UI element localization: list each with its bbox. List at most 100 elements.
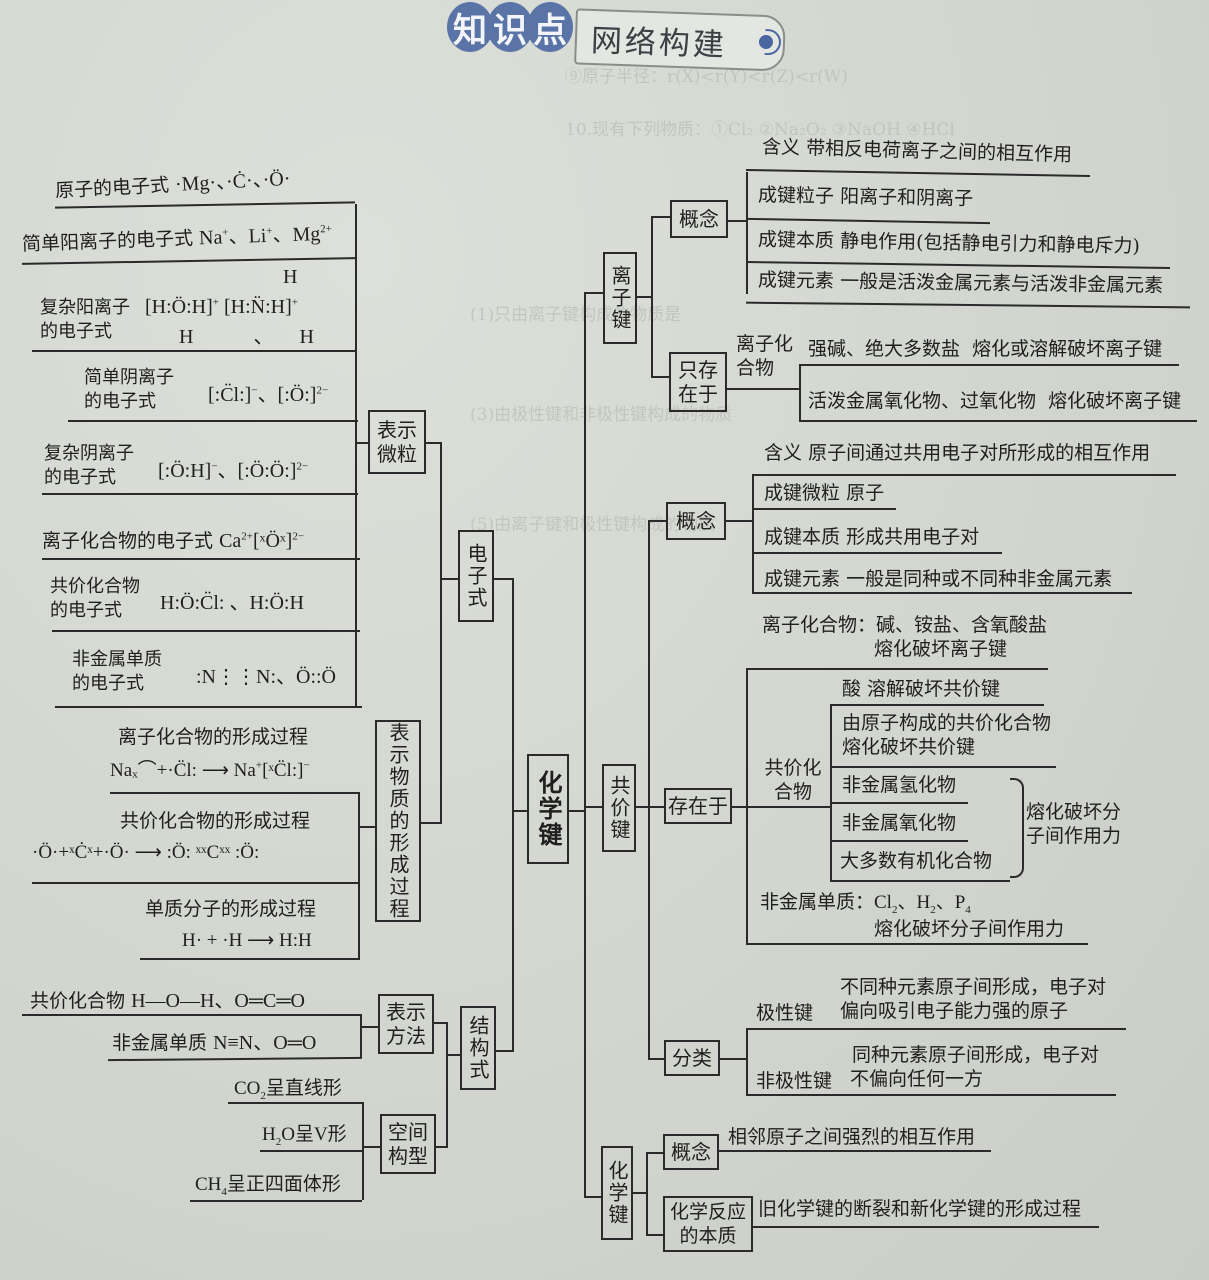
connector xyxy=(637,296,651,298)
divider xyxy=(140,958,360,960)
ionic-exists-row-1: 强碱、绝大多数盐 熔化或溶解破坏离子键 xyxy=(808,338,1163,360)
divider xyxy=(228,1102,362,1104)
tag-hook-icon xyxy=(764,28,782,56)
covalent-concept-meaning: 含义 原子间通过共用电子对所形成的相互作用 xyxy=(764,442,1151,464)
connector xyxy=(421,822,442,824)
divider xyxy=(68,420,358,422)
divider xyxy=(799,420,1197,422)
connector xyxy=(726,520,752,522)
connector xyxy=(358,826,376,828)
ionic-concept-box: 概念 xyxy=(670,200,728,238)
divider xyxy=(746,668,1048,670)
ionic-bond-box: 离子键 xyxy=(603,252,637,344)
chemical-bond-sub-box: 化学键 xyxy=(601,1146,633,1240)
ionic-concept-essence: 成键本质 静电作用(包括静电引力和静电斥力) xyxy=(757,228,1141,258)
divider xyxy=(830,880,1010,882)
exists-nonmetal-line1: 非金属单质：Cl2、H2、P4 xyxy=(760,892,971,916)
covalent-classification-box: 分类 xyxy=(664,1040,720,1076)
divider xyxy=(746,261,1170,269)
exists-ionic-line1: 离子化合物：碱、铵盐、含氧酸盐 xyxy=(762,614,1048,636)
divider xyxy=(830,766,1056,768)
covalent-formation-formula: ·Ö·+ˣĊˣ+·Ö· ⟶ :Ö: ˣˣCˣˣ :Ö: xyxy=(32,842,260,863)
covalent-bond-box: 共价键 xyxy=(602,764,636,852)
connector xyxy=(360,1026,378,1028)
row-simple-anion-formula: [:C̈l:]−、[:Ö:]2− xyxy=(208,384,329,406)
covalent-concept-elements: 成键元素 一般是同种或不同种非金属元素 xyxy=(764,568,1113,590)
covalent-concept-essence: 成键本质 形成共用电子对 xyxy=(764,526,980,548)
divider xyxy=(752,474,1176,476)
badge-char: 识 xyxy=(487,2,533,52)
connector xyxy=(646,1234,664,1236)
struct-covalent-row: 共价化合物 H—O—H、O═C═O xyxy=(30,990,305,1012)
polar-line2: 偏向吸引电子能力强的原子 xyxy=(840,1000,1069,1022)
divider xyxy=(746,1028,1126,1030)
connector xyxy=(830,704,832,880)
connector xyxy=(426,442,440,444)
divider xyxy=(752,552,1002,554)
connector xyxy=(362,1146,380,1148)
structural-formula-box: 结构式 xyxy=(460,1006,496,1090)
electron-formula-box: 电子式 xyxy=(458,530,494,622)
knowledge-point-badge: 知 识 点 xyxy=(447,2,573,58)
ionic-compound-label: 离子化合物 xyxy=(736,333,794,379)
row-ionic-compound-label: 离子化合物的电子式 Ca2+[ˣÖˣ]2− xyxy=(42,530,305,552)
connector xyxy=(727,388,799,390)
spatial-h2o: H2O呈V形 xyxy=(262,1124,347,1148)
nonpolar-key: 非极性键 xyxy=(756,1070,833,1092)
row-covalent-compound-formula: H:Ö:C̈l: 、H:Ö:H xyxy=(160,592,304,614)
ionic-concept-particles: 成键粒子 阳离子和阴离子 xyxy=(757,184,974,210)
divider xyxy=(719,1150,991,1152)
row-complex-anion-label: 复杂阴离子的电子式 xyxy=(44,443,134,488)
connector xyxy=(651,216,653,376)
represent-particles-box: 表示微粒 xyxy=(368,410,426,474)
connector xyxy=(728,220,746,222)
connector xyxy=(584,292,604,294)
row-nonmetal-label: 非金属单质的电子式 xyxy=(72,649,162,694)
connector xyxy=(569,810,585,812)
chem-essence-value: 旧化学键的断裂和新化学键的形成过程 xyxy=(758,1198,1082,1220)
connector xyxy=(646,1152,648,1234)
divider xyxy=(22,1014,362,1016)
divider xyxy=(42,558,360,560)
badge-char: 点 xyxy=(527,2,573,52)
connector xyxy=(434,1022,446,1024)
chem-essence-box: 化学反应的本质 xyxy=(663,1196,753,1252)
divider xyxy=(52,630,360,632)
ionic-exists-only-in-box: 只存在于 xyxy=(669,352,727,412)
connector xyxy=(440,442,442,824)
formation-process-box: 表示物质的形成过程 xyxy=(375,720,421,922)
connector xyxy=(648,1058,664,1060)
spatial-config-box: 空间构型 xyxy=(380,1114,436,1174)
divider xyxy=(746,943,1088,945)
connector xyxy=(720,1058,746,1060)
connector xyxy=(360,1014,362,1058)
divider xyxy=(799,364,1179,366)
divider xyxy=(55,706,362,708)
covalent-acid-row: 酸 溶解破坏共价键 xyxy=(842,678,1001,700)
exists-ionic-line2: 熔化破坏离子键 xyxy=(874,638,1008,660)
spatial-co2: CO2呈直线形 xyxy=(234,1078,342,1102)
connector xyxy=(440,578,460,580)
connector xyxy=(746,806,830,808)
ionic-concept-meaning: 含义 带相反电荷离子之间的相互作用 xyxy=(761,135,1073,167)
connector xyxy=(436,1146,448,1148)
covalent-concept-particles: 成键微粒 原子 xyxy=(764,482,885,504)
covalent-concept-box: 概念 xyxy=(666,502,726,540)
divider xyxy=(42,493,358,495)
connector xyxy=(446,1054,462,1056)
connector xyxy=(358,792,360,959)
divider xyxy=(746,168,1090,178)
single-substance-formation-label: 单质分子的形成过程 xyxy=(145,898,317,920)
polar-line1: 不同种元素原子间形成，电子对 xyxy=(840,976,1107,998)
connector xyxy=(648,520,666,522)
struct-nonmetal-row: 非金属单质 N≡N、O═O xyxy=(112,1032,317,1054)
connector xyxy=(633,1192,647,1194)
network-construction-tag: 网络构建 xyxy=(574,8,786,72)
connector xyxy=(362,1102,364,1200)
row-simple-cation-label: 简单阳离子的电子式 Na+、Li+、Mg2+ xyxy=(21,222,333,256)
covalent-molecular-3: 大多数有机化合物 xyxy=(840,850,993,872)
covalent-exists-in-box: 存在于 xyxy=(664,788,732,824)
divider xyxy=(260,1150,362,1152)
divider xyxy=(752,592,1132,594)
connector xyxy=(648,806,664,808)
